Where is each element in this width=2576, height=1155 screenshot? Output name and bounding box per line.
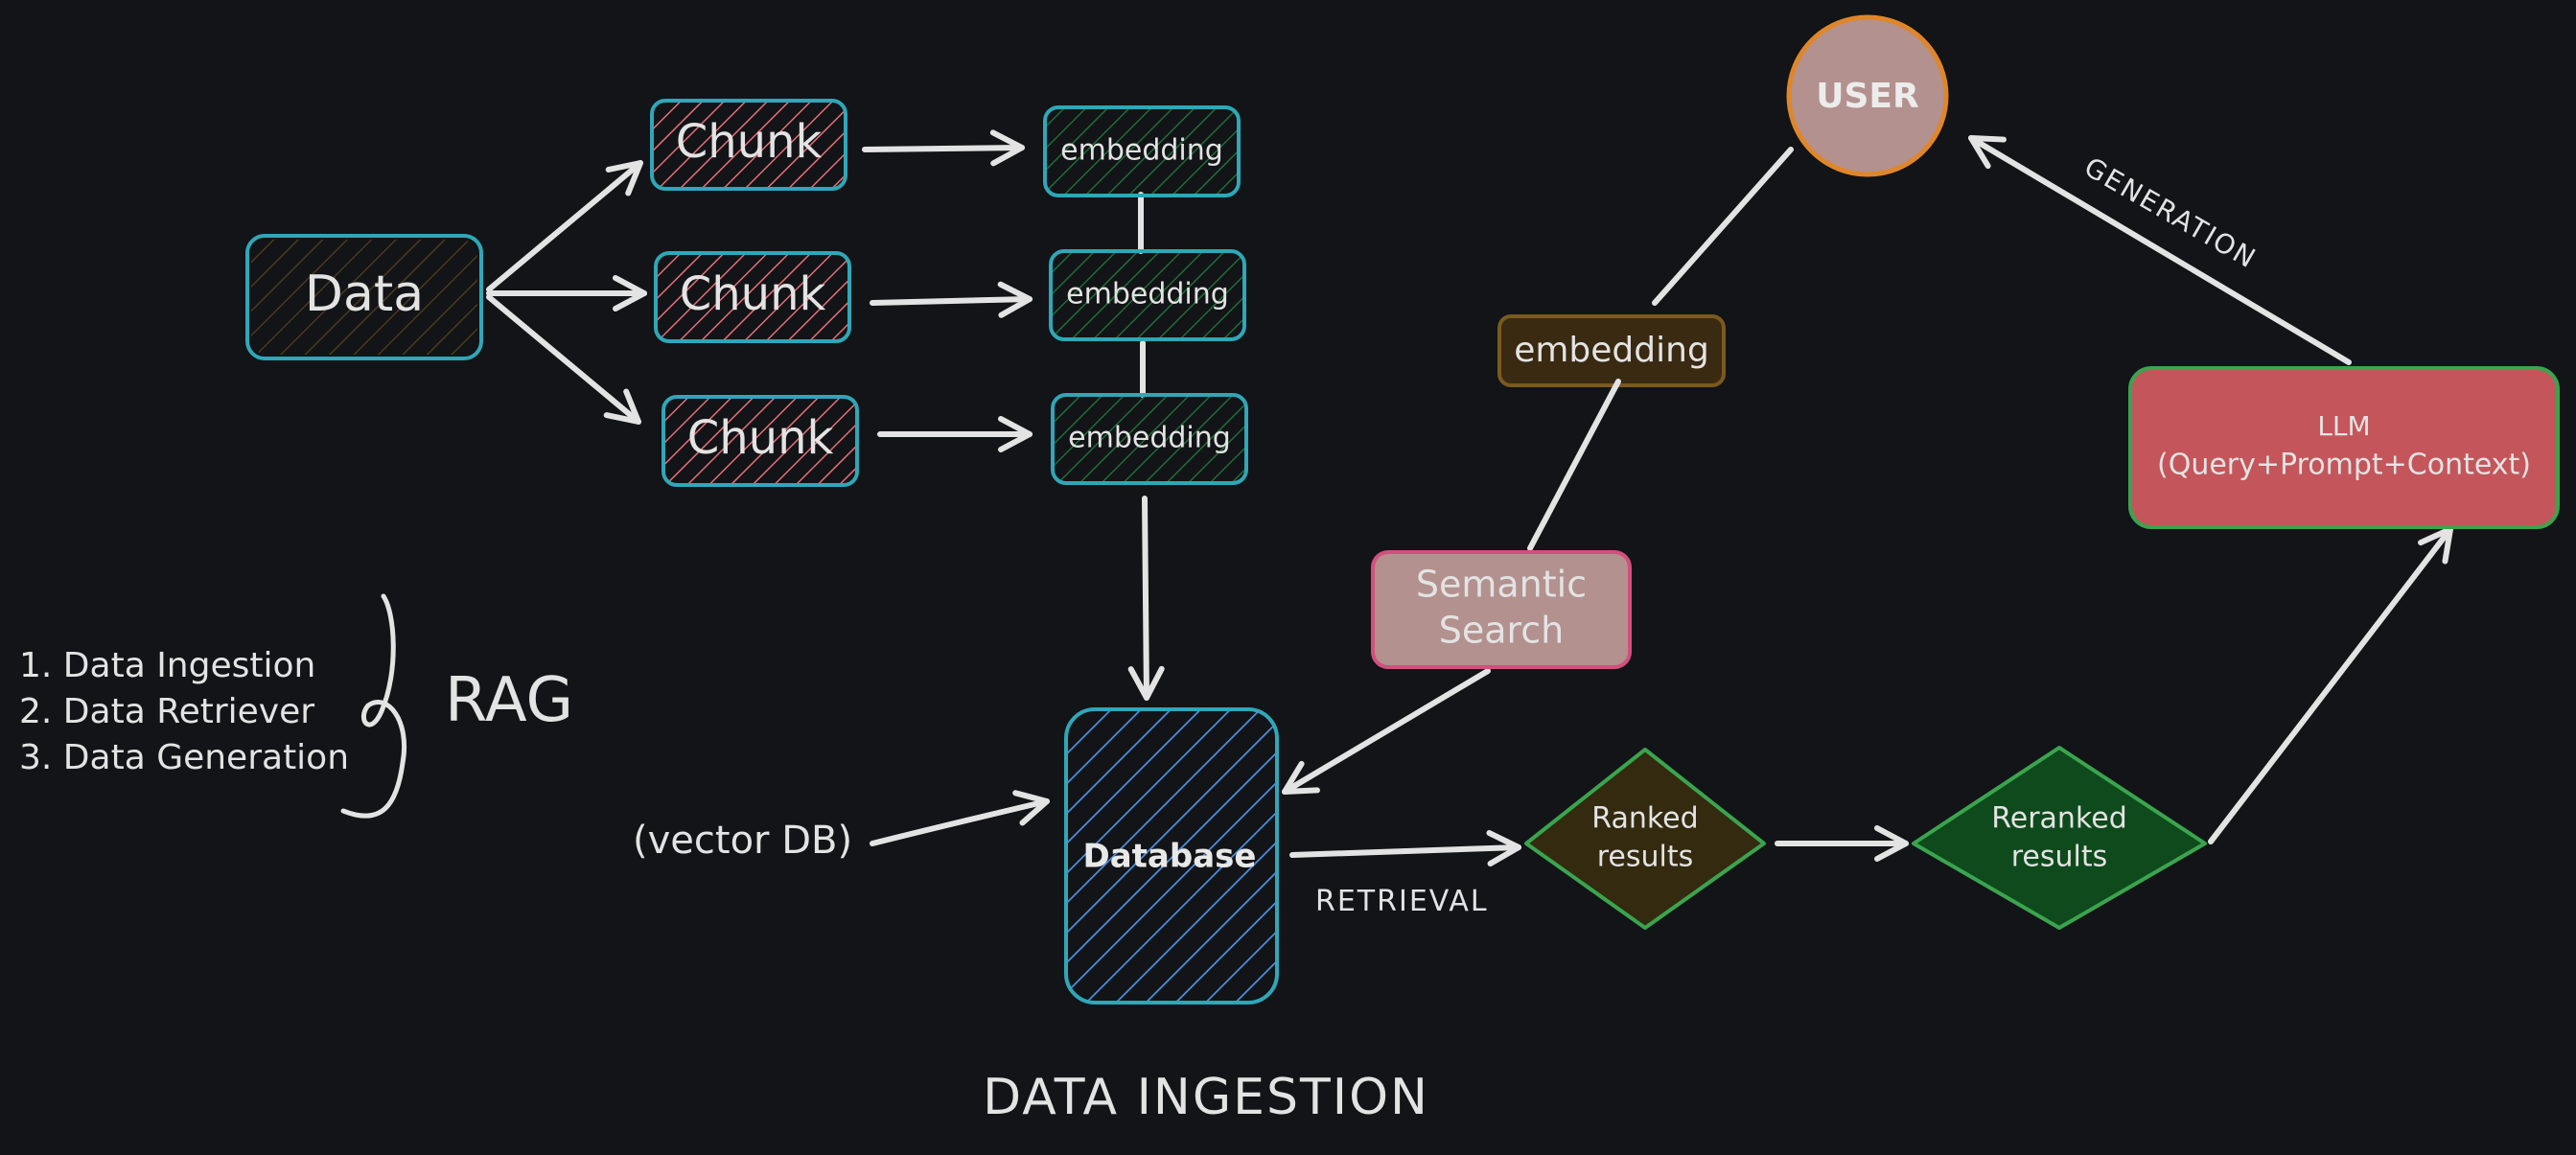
ranked-label-line1: Ranked (1591, 802, 1698, 836)
chunk-label: Chunk (680, 267, 826, 321)
reranked-label-line2: results (2011, 841, 2108, 874)
legend-brace (340, 593, 406, 819)
database-node: Database (1064, 707, 1279, 1005)
data-to-chunk1-arrow (486, 160, 643, 292)
reranked-label-line1: Reranked (1991, 802, 2127, 836)
ranked-results-node: Ranked results (1524, 748, 1766, 930)
llm-context-label: (Query+Prompt+Context) (2157, 449, 2531, 482)
vector-db-label: (vector DB) (633, 819, 852, 863)
chunk-node-1: Chunk (650, 99, 847, 191)
query-embedding-label: embedding (1514, 331, 1709, 370)
user-to-embedding-line (1652, 147, 1794, 306)
query-embedding-node: embedding (1497, 314, 1726, 387)
llm-node: LLM (Query+Prompt+Context) (2128, 366, 2560, 529)
chunk2-to-embedding-arrow (870, 281, 1033, 318)
chunk1-to-embedding-arrow (862, 129, 1025, 167)
embedding-to-semantic-line (1527, 379, 1621, 551)
chunk-label: Chunk (676, 115, 823, 169)
user-node: USER (1786, 14, 1949, 177)
vector-db-arrow (870, 790, 1050, 846)
embedding-node-1: embedding (1043, 105, 1241, 197)
user-label: USER (1816, 77, 1918, 116)
legend-step-3: 3. Data Generation (19, 738, 349, 777)
chunk-node-2: Chunk (654, 251, 851, 343)
data-label: Data (305, 266, 424, 323)
llm-to-user-arrow (1968, 135, 2352, 365)
semantic-label-line2: Search (1439, 610, 1565, 652)
embedding-to-database-arrow (1127, 496, 1165, 701)
embedding-node-3: embedding (1051, 393, 1248, 485)
embedding-label: embedding (1060, 134, 1223, 168)
semantic-to-database-arrow (1282, 668, 1491, 795)
legend-step-1: 1. Data Ingestion (19, 646, 315, 685)
chunk-node-3: Chunk (661, 395, 859, 487)
data-node: Data (245, 234, 483, 360)
legend-step-2: 2. Data Retriever (19, 692, 314, 731)
database-to-ranked-arrow (1289, 830, 1521, 867)
database-label: Database (1083, 838, 1257, 876)
footer-title: DATA INGESTION (983, 1069, 1429, 1126)
legend: 1. Data Ingestion 2. Data Retriever 3. D… (19, 593, 573, 819)
data-to-chunk3-arrow (486, 294, 641, 425)
semantic-label-line1: Semantic (1416, 564, 1587, 606)
chunk-label: Chunk (687, 411, 834, 465)
ranked-label-line2: results (1597, 841, 1694, 874)
reranked-to-llm-arrow (2208, 526, 2453, 844)
embedding-label: embedding (1068, 422, 1231, 455)
semantic-search-node: Semantic Search (1371, 550, 1632, 669)
rag-label: RAG (445, 665, 573, 736)
llm-label: LLM (2317, 410, 2370, 442)
embedding-node-2: embedding (1049, 249, 1246, 341)
embedding-label: embedding (1066, 278, 1229, 312)
retrieval-label: RETRIEVAL (1315, 885, 1489, 918)
reranked-results-node: Reranked results (1912, 746, 2207, 930)
